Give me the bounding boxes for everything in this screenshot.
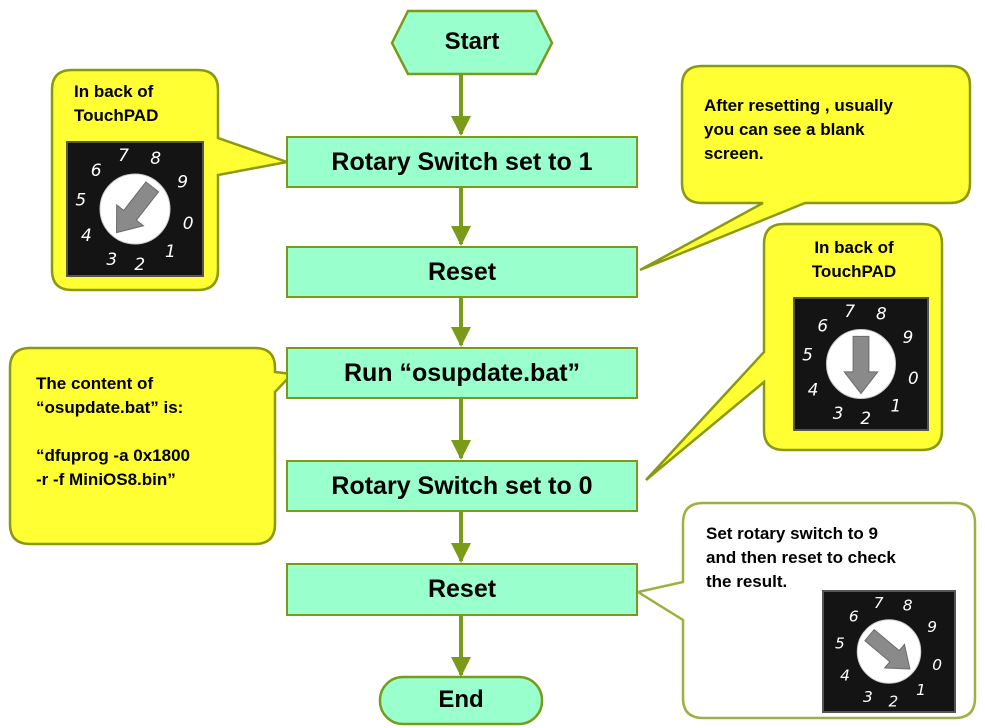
callout-line: The content of <box>36 374 154 393</box>
callout-osupdate-content <box>8 346 295 546</box>
callout-line: the result. <box>706 572 788 591</box>
dial-digit: 0 <box>183 214 194 234</box>
dial-digit: 3 <box>833 403 844 423</box>
callout-line: In back of <box>74 82 154 101</box>
dial-digit: 3 <box>863 688 873 706</box>
dial-digit: 9 <box>927 618 937 636</box>
step-rotary-switch-set-to-0: Rotary Switch set to 0 <box>286 460 638 512</box>
callout-text-osupdate-content: The content of “osupdate.bat” is: “dfupr… <box>36 372 190 492</box>
step-label: Run “osupdate.bat” <box>343 358 581 387</box>
callout-line: Set rotary switch to 9 <box>706 524 878 543</box>
dial-digit: 0 <box>908 368 919 388</box>
dial-digit: 7 <box>874 594 884 612</box>
step-reset-1: Reset <box>286 246 638 298</box>
callout-line: TouchPAD <box>811 262 897 281</box>
dial-digit: 2 <box>860 408 871 428</box>
callout-line: “dfuprog -a 0x1800 <box>36 446 190 465</box>
dial-digit: 4 <box>808 379 819 399</box>
end-label: End <box>438 686 484 713</box>
dial-digit: 6 <box>849 608 859 626</box>
dial-digit: 1 <box>165 242 176 262</box>
callout-line: After resetting , usually <box>704 96 893 115</box>
dial-digit: 9 <box>903 327 914 347</box>
step-rotary-switch-set-to-1: Rotary Switch set to 1 <box>286 136 638 188</box>
dial-digit: 5 <box>75 190 86 210</box>
callout-line: screen. <box>704 144 764 163</box>
dial-arrow <box>116 181 160 234</box>
step-run-osupdate: Run “osupdate.bat” <box>286 347 638 399</box>
dial-digit: 7 <box>118 146 129 166</box>
dial-digit: 9 <box>177 173 188 193</box>
start-terminator <box>390 9 554 76</box>
dial-digit: 1 <box>891 395 902 415</box>
dial-digit: 5 <box>835 634 845 652</box>
callout-text-check-result: Set rotary switch to 9 and then reset to… <box>706 522 896 594</box>
dial-digit: 0 <box>932 656 942 674</box>
dial-digit: 5 <box>802 345 813 365</box>
callout-line <box>36 420 190 444</box>
dial-digit: 2 <box>134 255 145 275</box>
callout-text-after-resetting: After resetting , usually you can see a … <box>704 94 893 166</box>
dial-digit: 6 <box>817 316 828 336</box>
start-label: Start <box>444 28 500 55</box>
dial-digit: 7 <box>844 301 855 321</box>
dial-digit: 8 <box>903 597 913 615</box>
callout-line: In back of <box>814 238 894 257</box>
dial-digit: 3 <box>106 250 117 270</box>
callout-line: and then reset to check <box>706 548 896 567</box>
dial-digit: 6 <box>91 161 102 181</box>
callout-after-resetting <box>639 64 972 272</box>
step-label: Rotary Switch set to 1 <box>331 147 593 176</box>
step-label: Reset <box>427 575 497 603</box>
dial-digit: 4 <box>81 226 92 246</box>
end-terminator <box>378 675 544 726</box>
dial-arrow <box>843 335 879 395</box>
step-label: Reset <box>427 257 497 286</box>
step-label: Rotary Switch set to 0 <box>331 471 593 500</box>
dial-digit: 2 <box>888 693 898 711</box>
callout-line: you can see a blank <box>704 120 865 139</box>
callout-text-back-2: In back of TouchPAD <box>766 236 942 284</box>
dial-digit: 8 <box>876 304 887 324</box>
dial-arrow <box>864 628 911 670</box>
callout-text-back-1: In back of TouchPAD <box>74 80 158 128</box>
step-reset-2: Reset <box>286 563 638 616</box>
callout-line: “osupdate.bat” is: <box>36 398 184 417</box>
dial-digit: 8 <box>150 149 161 169</box>
dial-digit: 1 <box>916 681 926 699</box>
callout-line: TouchPAD <box>74 106 159 125</box>
dial-digit: 4 <box>840 666 850 684</box>
callout-line: -r -f MiniOS8.bin” <box>36 470 176 489</box>
